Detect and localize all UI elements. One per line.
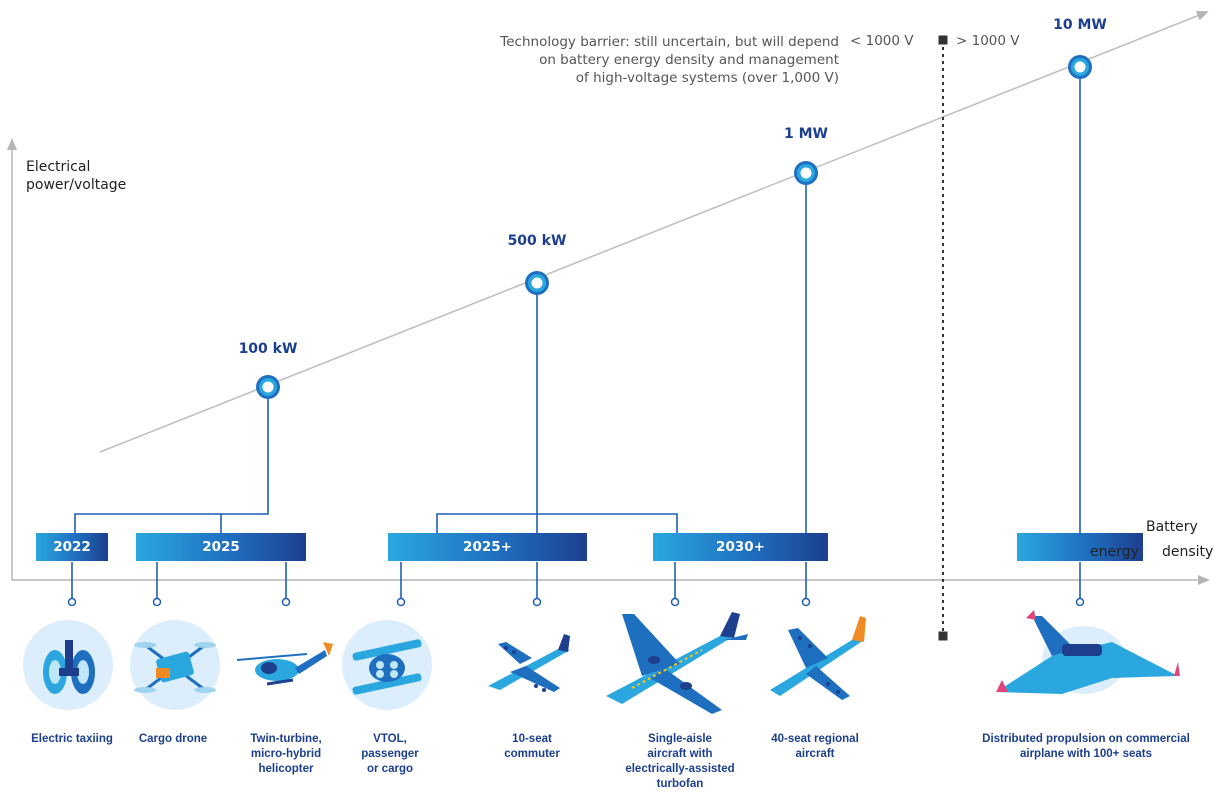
power-node-500kw xyxy=(525,271,549,295)
power-nodes xyxy=(256,55,1092,399)
caption-helicopter: Twin-turbine, micro-hybrid helicopter xyxy=(250,732,321,777)
drop-dot xyxy=(152,597,162,607)
vtol-icon xyxy=(342,620,432,710)
caption-line: turbofan xyxy=(656,778,704,790)
caption-line: VTOL, xyxy=(373,733,407,745)
x-axis-label-line2a: energy xyxy=(1090,544,1139,560)
growth-arrow xyxy=(99,11,1209,453)
caption-line: airplane with 100+ seats xyxy=(1019,748,1152,760)
caption-line: commuter xyxy=(504,748,560,760)
regional-plane-icon xyxy=(766,608,874,708)
connector-500kw xyxy=(436,293,678,533)
caption-line: Electric taxiing xyxy=(31,733,113,745)
time-bar-2025: 2025 xyxy=(136,533,306,561)
blended-wing-icon xyxy=(992,606,1180,716)
barrier-marker-top xyxy=(938,35,948,45)
caption-line: 40-seat regional xyxy=(771,733,859,745)
y-axis-label-line1: Electrical xyxy=(26,159,91,175)
power-node-10mw xyxy=(1068,55,1092,79)
y-axis-label-line2: power/voltage xyxy=(26,177,127,193)
caption-line: Distributed propulsion on commercial xyxy=(982,733,1190,745)
time-bar-label: 2030+ xyxy=(716,539,765,555)
power-node-100kw xyxy=(256,375,280,399)
power-label-1mw: 1 MW xyxy=(784,126,828,142)
time-bar-label: 2025 xyxy=(202,539,240,555)
caption-blended-wing: Distributed propulsion on commercial air… xyxy=(982,732,1190,762)
drop-dot xyxy=(396,597,406,607)
drop-end-circles xyxy=(67,597,1085,607)
drop-dot xyxy=(801,597,811,607)
caption-regional: 40-seat regional aircraft xyxy=(771,732,859,762)
drop-dot xyxy=(281,597,291,607)
caption-airliner: Single-aisle aircraft with electrically-… xyxy=(625,732,734,792)
barrier-line3: of high-voltage systems (over 1,000 V) xyxy=(575,70,839,86)
time-bar-2022: 2022 xyxy=(36,533,108,561)
caption-line: Single-aisle xyxy=(648,733,712,745)
time-bar-2025-plus: 2025+ xyxy=(388,533,587,561)
drop-dot xyxy=(67,597,77,607)
x-axis-label-line2b: density xyxy=(1162,544,1214,560)
caption-cargo-drone: Cargo drone xyxy=(139,732,207,747)
helicopter-icon xyxy=(236,620,333,710)
drop-dot xyxy=(670,597,680,607)
caption-vtol: VTOL, passenger or cargo xyxy=(361,732,419,777)
x-axis-label-line1: Battery xyxy=(1146,519,1198,535)
caption-line: Twin-turbine, xyxy=(250,733,322,745)
drop-dot xyxy=(1075,597,1085,607)
barrier-line2: on battery energy density and management xyxy=(539,52,839,68)
connector-100kw xyxy=(74,397,269,533)
barrier-marker-bottom xyxy=(938,631,948,641)
time-bar-future xyxy=(1017,533,1143,561)
y-axis-label: Electrical power/voltage xyxy=(26,158,126,194)
caption-line: Cargo drone xyxy=(138,733,208,745)
drop-dot xyxy=(532,597,542,607)
time-bar-label: 2022 xyxy=(53,539,91,555)
time-bar-2030-plus: 2030+ xyxy=(653,533,828,561)
caption-line: micro-hybrid xyxy=(250,748,322,760)
commuter-plane-icon xyxy=(480,620,576,716)
barrier-line1: Technology barrier: still uncertain, but… xyxy=(500,34,839,50)
airliner-icon xyxy=(602,606,752,718)
caption-line: or cargo xyxy=(366,763,413,775)
time-bar-label: 2025+ xyxy=(463,539,512,555)
high-voltage-label: > 1000 V xyxy=(956,33,1020,49)
drone-icon xyxy=(130,620,220,710)
low-voltage-label: < 1000 V xyxy=(850,33,914,49)
caption-electric-taxiing: Electric taxiing xyxy=(31,732,113,747)
barrier-description: Technology barrier: still uncertain, but… xyxy=(500,33,839,87)
caption-line: passenger xyxy=(361,748,419,760)
power-node-1mw xyxy=(794,161,818,185)
wheel-icon xyxy=(23,620,113,710)
power-label-500kw: 500 kW xyxy=(507,233,567,249)
power-label-100kw: 100 kW xyxy=(238,341,298,357)
caption-line: aircraft with xyxy=(647,748,713,760)
connector-lines xyxy=(71,77,1081,598)
caption-line: helicopter xyxy=(258,763,314,775)
power-label-10mw: 10 MW xyxy=(1053,17,1107,33)
caption-line: aircraft xyxy=(795,748,835,760)
caption-line: 10-seat xyxy=(512,733,552,745)
caption-commuter: 10-seat commuter xyxy=(504,732,560,762)
caption-line: electrically-assisted xyxy=(625,763,735,775)
